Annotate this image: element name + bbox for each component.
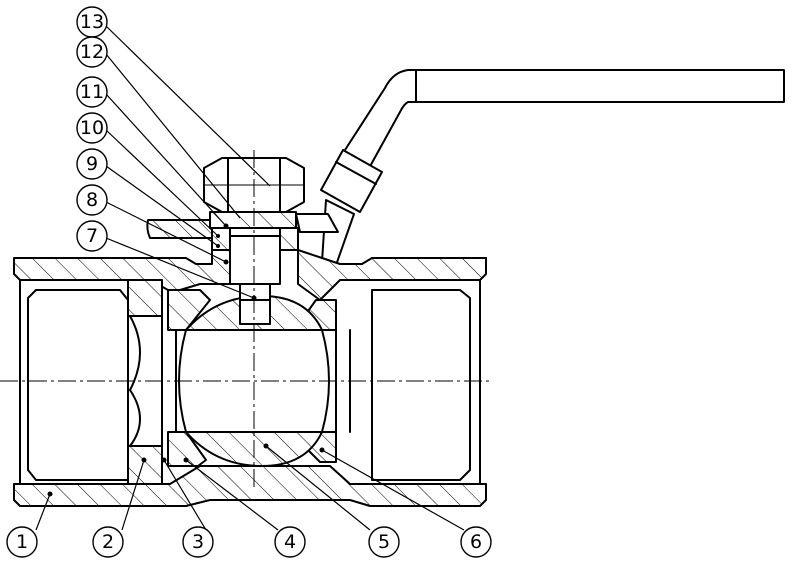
callout-8: 8 [76, 184, 108, 216]
ball-seats [167, 289, 337, 467]
callout-10: 10 [76, 112, 108, 144]
callout-11: 11 [76, 76, 108, 108]
callout-2: 2 [92, 526, 124, 558]
callout-4: 4 [274, 526, 306, 558]
callout-3: 3 [182, 526, 214, 558]
callout-1: 1 [6, 526, 38, 558]
callout-4-label: 4 [284, 531, 296, 553]
handle-lever [320, 69, 785, 269]
callout-13-label: 13 [80, 11, 104, 33]
callout-6: 6 [460, 526, 492, 558]
center-lines [0, 150, 490, 488]
callout-1-label: 1 [16, 531, 28, 553]
callout-9-label: 9 [86, 153, 98, 175]
stem-packing [211, 227, 299, 285]
callout-12-label: 12 [80, 41, 104, 63]
callout-8-label: 8 [86, 189, 98, 211]
callout-13: 13 [76, 6, 108, 38]
callout-7-label: 7 [86, 225, 98, 247]
callout-5-label: 5 [378, 531, 390, 553]
callout-6-label: 6 [470, 531, 482, 553]
callout-5: 5 [368, 526, 400, 558]
leader-lines [35, 25, 465, 531]
callout-10-label: 10 [80, 117, 104, 139]
callout-12: 12 [76, 36, 108, 68]
callout-7: 7 [76, 220, 108, 252]
callout-9: 9 [76, 148, 108, 180]
end-nut [127, 279, 163, 485]
callout-11-label: 11 [80, 81, 104, 103]
valve-body [13, 249, 487, 507]
callout-2-label: 2 [102, 531, 114, 553]
callout-3-label: 3 [192, 531, 204, 553]
